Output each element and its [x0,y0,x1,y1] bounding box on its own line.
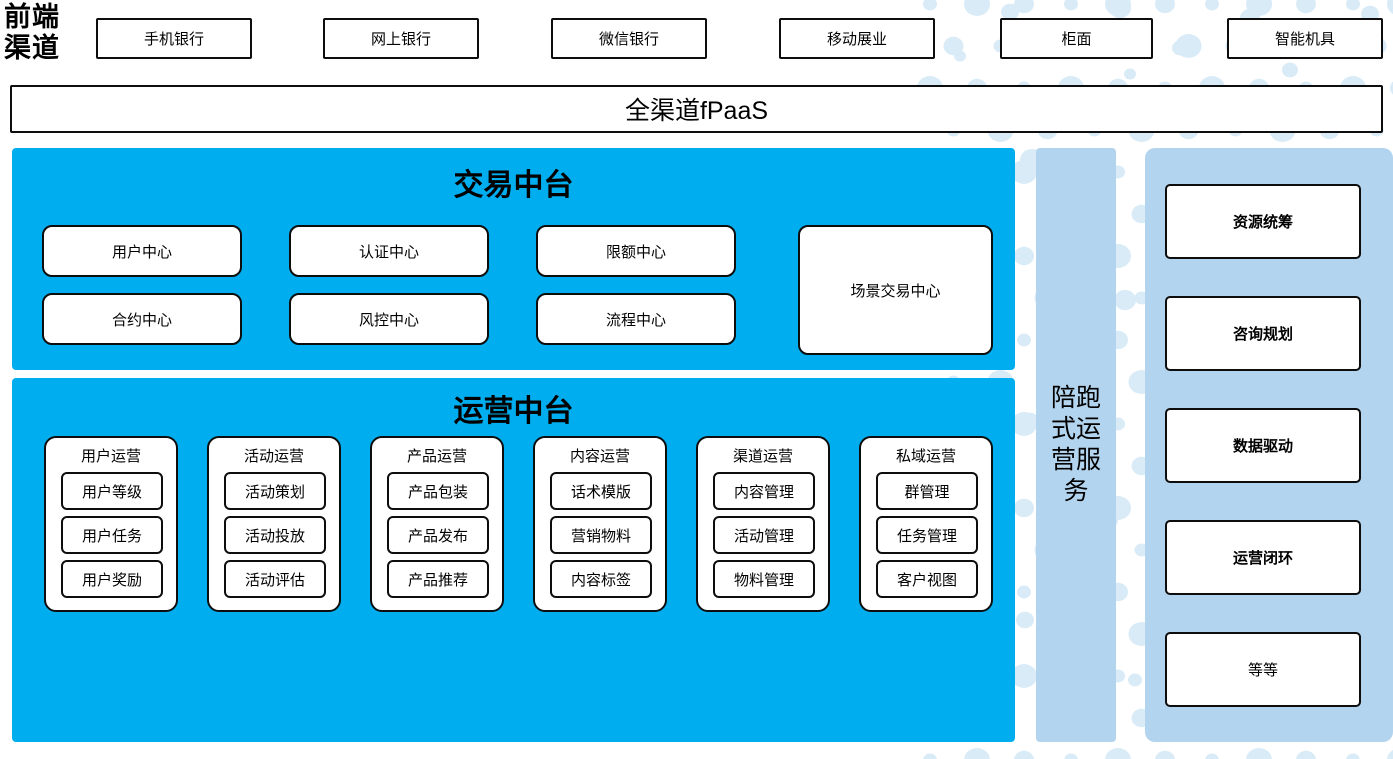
operation-chip[interactable]: 用户任务 [61,516,163,554]
operation-chip[interactable]: 内容标签 [550,560,652,598]
operation-chip-label: 用户任务 [81,527,142,545]
trade-box-contract-center[interactable]: 合约中心 [42,293,242,345]
service-item-data-driven[interactable]: 数据驱动 [1165,408,1361,483]
channel-box-wechat-bank[interactable]: 微信银行 [551,18,707,59]
channel-box-label: 网上银行 [370,31,431,48]
operation-group-title: 渠道运营 [732,448,793,465]
operation-chip-label: 活动投放 [244,527,305,545]
operation-group-title: 用户运营 [80,448,141,465]
service-capability-column: 资源统筹 咨询规划 数据驱动 运营闭环 等等 [1145,148,1393,742]
operation-chip-label: 群管理 [904,483,950,501]
service-item-label: 资源统筹 [1232,214,1293,231]
operation-chip-label: 营销物料 [570,527,631,545]
operation-chip-label: 活动管理 [733,527,794,545]
operation-chip[interactable]: 用户等级 [61,472,163,510]
operation-chip-label: 内容管理 [733,483,794,501]
service-item-consulting-planning[interactable]: 咨询规划 [1165,296,1361,371]
channel-box-label: 柜面 [1061,31,1092,48]
operation-group-content: 内容运营 话术模版 营销物料 内容标签 [533,436,667,612]
channel-box-counter[interactable]: 柜面 [1000,18,1153,59]
operation-chip[interactable]: 客户视图 [876,560,978,598]
operation-chip-label: 产品包装 [407,483,468,501]
trade-box-label: 风控中心 [358,311,419,329]
operation-group-private-domain: 私域运营 群管理 任务管理 客户视图 [859,436,993,612]
service-item-etc[interactable]: 等等 [1165,632,1361,707]
trade-box-user-center[interactable]: 用户中心 [42,225,242,277]
operation-chip[interactable]: 活动策划 [224,472,326,510]
operation-chip[interactable]: 产品推荐 [387,560,489,598]
trade-box-label: 合约中心 [111,311,172,329]
operation-center-panel: 运营中台 用户运营 用户等级 用户任务 用户奖励 活动运营 活动策划 活动投放 … [12,378,1015,742]
operation-chip[interactable]: 群管理 [876,472,978,510]
service-item-operation-loop[interactable]: 运营闭环 [1165,520,1361,595]
operation-chip-label: 话术模版 [570,483,631,501]
service-item-resource-coordination[interactable]: 资源统筹 [1165,184,1361,259]
operation-chip-label: 活动评估 [244,571,305,589]
operation-chip[interactable]: 话术模版 [550,472,652,510]
trade-box-process-center[interactable]: 流程中心 [536,293,736,345]
service-item-label: 等等 [1247,662,1278,679]
channel-box-label: 微信银行 [598,31,659,48]
fpaas-label: 全渠道fPaaS [624,97,769,125]
trade-box-risk-center[interactable]: 风控中心 [289,293,489,345]
channel-box-online-bank[interactable]: 网上银行 [323,18,479,59]
operation-chip-label: 内容标签 [570,571,631,589]
operation-chip[interactable]: 活动投放 [224,516,326,554]
operation-chip-label: 客户视图 [896,571,957,589]
operation-chip[interactable]: 任务管理 [876,516,978,554]
operation-chip[interactable]: 用户奖励 [61,560,163,598]
omnichannel-fpaas-bar[interactable]: 全渠道fPaaS [10,85,1383,133]
service-item-label: 运营闭环 [1232,550,1293,567]
trade-box-label: 场景交易中心 [850,282,941,300]
accompanying-operation-service-sidebar: 陪跑式运营服务 [1036,148,1116,742]
sidebar-label: 陪跑式运营服务 [1050,384,1101,505]
operation-chip-label: 任务管理 [896,527,957,545]
operation-chip-label: 物料管理 [733,571,794,589]
channel-box-mobile-bank[interactable]: 手机银行 [96,18,252,59]
operation-chip[interactable]: 产品包装 [387,472,489,510]
trade-box-label: 限额中心 [605,243,666,261]
operation-group-title: 私域运营 [895,448,956,465]
trade-box-label: 认证中心 [358,243,419,261]
service-item-label: 数据驱动 [1232,438,1293,455]
operation-chip-label: 产品发布 [407,527,468,545]
operation-group-product: 产品运营 产品包装 产品发布 产品推荐 [370,436,504,612]
trade-box-auth-center[interactable]: 认证中心 [289,225,489,277]
operation-chip[interactable]: 活动管理 [713,516,815,554]
trade-box-label: 流程中心 [605,311,666,329]
operation-chip-label: 用户奖励 [81,571,142,589]
operation-chip-label: 用户等级 [81,483,142,501]
channel-box-label: 手机银行 [143,31,204,48]
trade-box-label: 用户中心 [111,243,172,261]
operation-group-activity: 活动运营 活动策划 活动投放 活动评估 [207,436,341,612]
trade-center-panel: 交易中台 用户中心 认证中心 限额中心 合约中心 风控中心 流程中心 场景交易中… [12,148,1015,370]
operation-group-channel: 渠道运营 内容管理 活动管理 物料管理 [696,436,830,612]
service-item-label: 咨询规划 [1232,326,1293,343]
operation-chip-label: 活动策划 [244,483,305,501]
operation-chip-label: 产品推荐 [407,571,468,589]
operation-chip[interactable]: 内容管理 [713,472,815,510]
trade-center-title: 交易中台 [453,169,574,202]
channel-box-label: 智能机具 [1274,31,1335,48]
operation-group-title: 产品运营 [406,448,467,465]
trade-box-scene-trade-center[interactable]: 场景交易中心 [798,225,993,355]
channel-box-mobile-business[interactable]: 移动展业 [779,18,935,59]
operation-chip[interactable]: 物料管理 [713,560,815,598]
operation-chip[interactable]: 产品发布 [387,516,489,554]
operation-center-title: 运营中台 [453,395,574,428]
trade-box-limit-center[interactable]: 限额中心 [536,225,736,277]
operation-group-title: 活动运营 [243,448,304,465]
operation-group-title: 内容运营 [569,448,630,465]
operation-chip[interactable]: 营销物料 [550,516,652,554]
channel-box-smart-machine[interactable]: 智能机具 [1227,18,1383,59]
operation-group-user: 用户运营 用户等级 用户任务 用户奖励 [44,436,178,612]
channel-box-label: 移动展业 [826,31,887,48]
front-end-channel-label: 前端渠道 [4,2,60,63]
operation-chip[interactable]: 活动评估 [224,560,326,598]
